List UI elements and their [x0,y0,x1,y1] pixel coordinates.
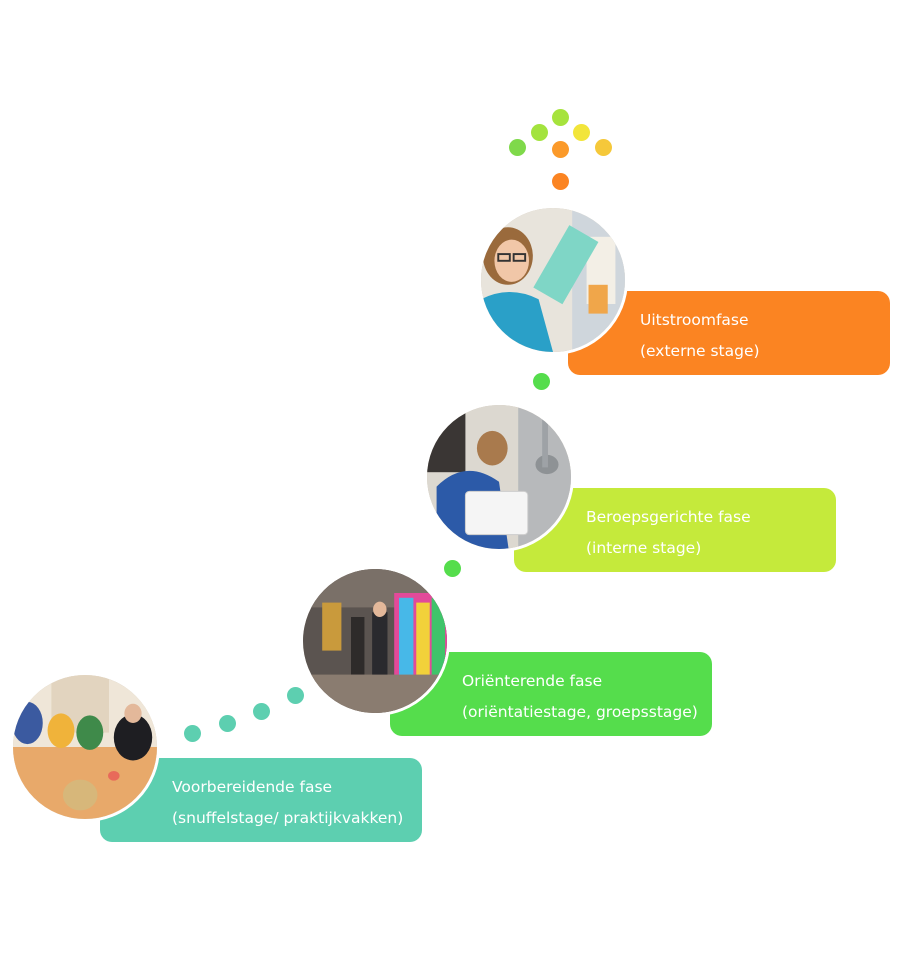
phase-title: Beroepsgerichte fase [586,508,751,526]
phase-box-voorbereidend: Voorbereidende fase (snuffelstage/ prakt… [100,758,422,842]
phase-title: Oriënterende fase [462,672,603,690]
connector-dot [184,725,201,742]
photo-voorbereidend [10,672,160,822]
arrow-dot [509,139,526,156]
phase-subtitle: (snuffelstage/ praktijkvakken) [172,809,404,827]
phase-title: Voorbereidende fase [172,778,333,796]
connector-dot [287,687,304,704]
arrow-dot [552,173,569,190]
photo-uitstroom [478,205,628,355]
arrow-dot [573,124,590,141]
connector-dot [219,715,236,732]
phase-subtitle: (externe stage) [640,342,760,360]
arrow-dot [595,139,612,156]
connector-dot [253,703,270,720]
phase-subtitle: (interne stage) [586,539,702,557]
arrow-dot [552,141,569,158]
arrow-dot [531,124,548,141]
connector-dot [444,560,461,577]
photo-beroepsgericht [424,402,574,552]
arrow-dot [552,109,569,126]
phase-subtitle: (oriëntatiestage, groepsstage) [462,703,698,721]
connector-dot [533,373,550,390]
photo-orienterend [300,566,450,716]
phase-title: Uitstroomfase [640,311,749,329]
